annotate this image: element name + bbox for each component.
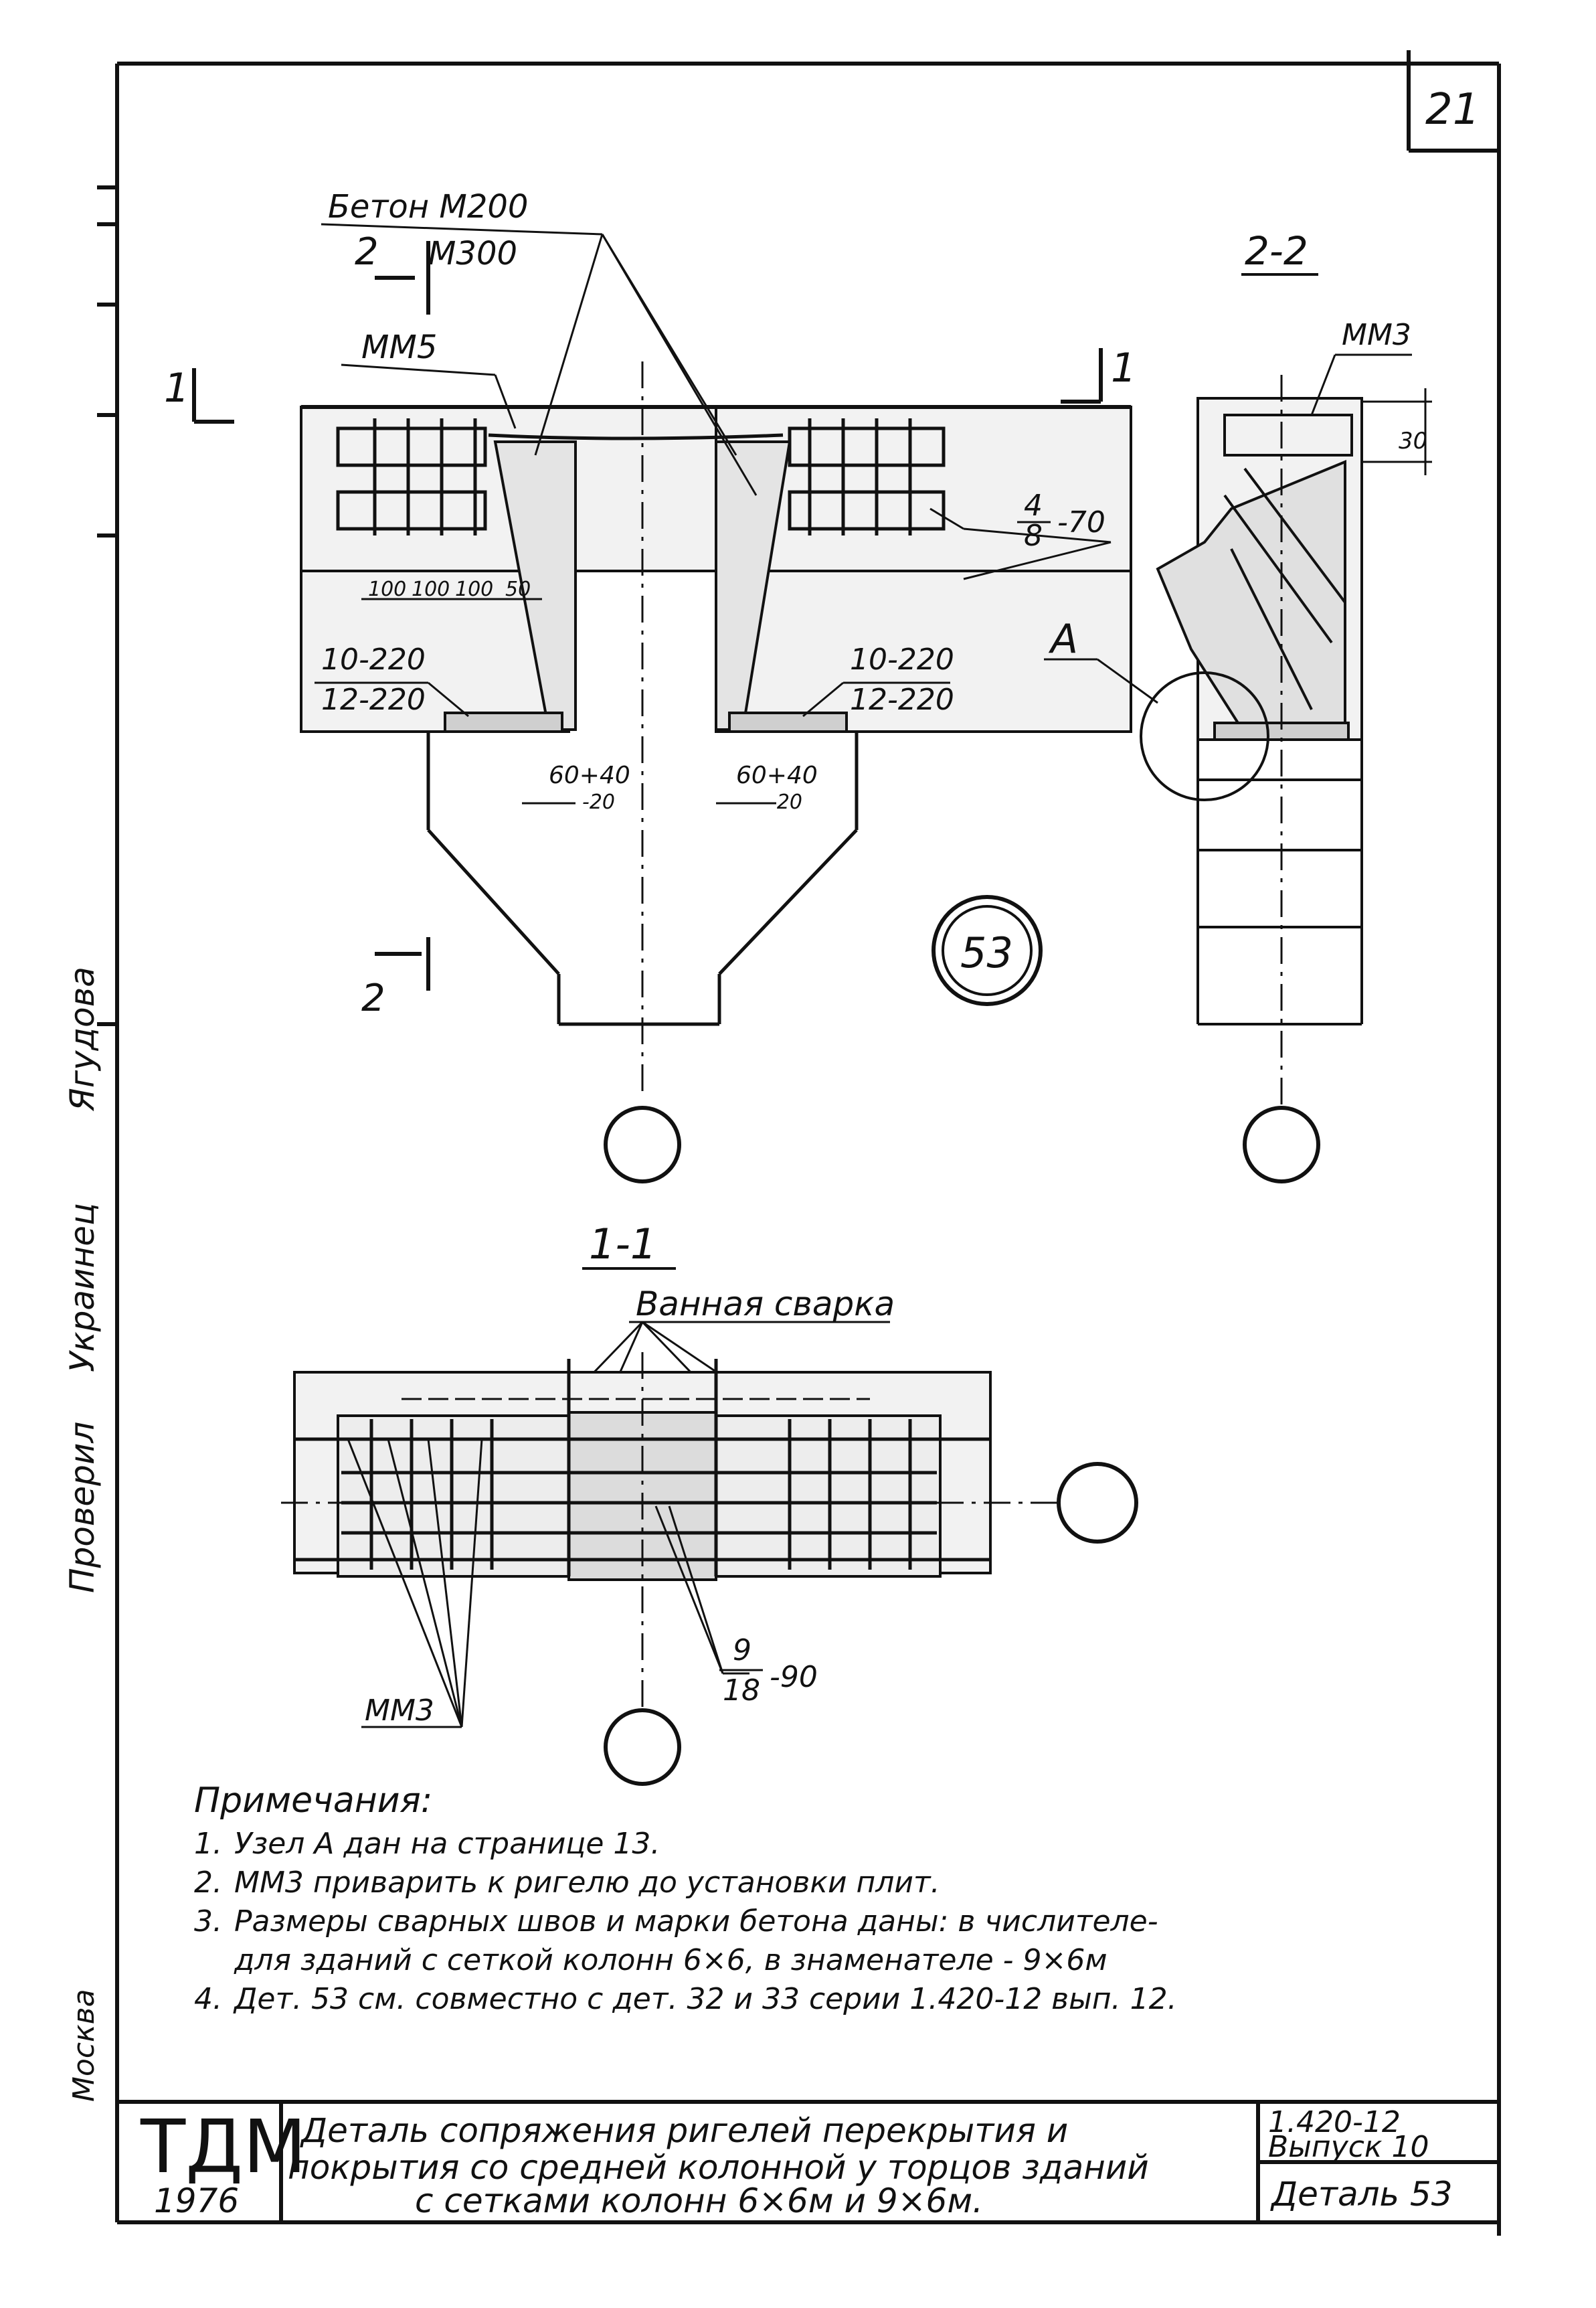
- gap-right-sub: -20: [770, 791, 802, 814]
- title-block: [117, 2100, 1499, 2222]
- issue-number: Выпуск 10: [1268, 2130, 1429, 2164]
- stamp-checked: Проверил: [63, 1422, 102, 1593]
- fraction-18: 18: [723, 1673, 760, 1708]
- stamp-city: Москва: [67, 1989, 101, 2102]
- section-2-bottom: 2: [361, 977, 385, 1020]
- fraction-70: -70: [1057, 505, 1105, 540]
- stamp-name: Ягудова: [63, 967, 102, 1112]
- concrete-label-m300: М300: [428, 235, 517, 272]
- note-item: 2. ММ3 приварить к ригелю до установки пл…: [194, 1864, 1466, 1902]
- note-item: 3. Размеры сварных швов и марки бетона да…: [194, 1902, 1466, 1941]
- note-text: для зданий с сеткой колонн 6×6, в знамен…: [234, 1943, 1107, 1977]
- detail-circle-label: 53: [960, 928, 1013, 977]
- fraction-90: -90: [770, 1660, 818, 1694]
- gap-left-sub: -20: [582, 791, 615, 814]
- fraction-4: 4: [1024, 489, 1043, 523]
- main-elevation: 53 1 1 2 2: [164, 188, 1136, 1183]
- title-line-1: Деталь сопряжения ригелей перекрытия и: [300, 2111, 1068, 2150]
- note-text: Дет. 53 см. совместно с дет. 32 и 33 сер…: [234, 1982, 1177, 2016]
- dim-30: 30: [1399, 428, 1427, 455]
- note-number: 4.: [194, 1982, 222, 2016]
- section-1-1: 1-1 Ванная сварка: [281, 1220, 1138, 1786]
- dim-100-c: 100: [455, 578, 493, 601]
- mm5-label: ММ5: [361, 329, 437, 366]
- note-number: 2.: [194, 1866, 222, 1900]
- detail-number: Деталь 53: [1270, 2175, 1453, 2214]
- note-number: 3.: [194, 1904, 222, 1939]
- section-2-top: 2: [355, 230, 379, 274]
- section-2-2-title: 2-2: [1245, 228, 1308, 274]
- concrete-label-m200: Бетон М200: [328, 188, 528, 226]
- gap-left: 60+40: [549, 762, 630, 789]
- section-1-left: 1: [164, 365, 189, 412]
- note-item: для зданий с сеткой колонн 6×6, в знамен…: [194, 1941, 1466, 1980]
- fraction-9: 9: [733, 1633, 751, 1667]
- bath-weld-label: Ванная сварка: [636, 1285, 895, 1323]
- sheet-number: 21: [1425, 85, 1480, 135]
- note-number: 1.: [194, 1827, 222, 1861]
- notes-block: Примечания: 1. Узел А дан на странице 13.…: [194, 1781, 1466, 2019]
- note-text: Размеры сварных швов и марки бетона даны…: [234, 1904, 1158, 1939]
- note-text: ММ3 приварить к ригелю до установки плит…: [234, 1866, 940, 1900]
- section-1-right: 1: [1111, 345, 1136, 392]
- margin-ticks: [97, 185, 119, 1026]
- weld-right-bottom: 12-220: [850, 683, 954, 717]
- weld-left-top: 10-220: [321, 643, 426, 677]
- side-stamp: Проверил Украинец Ягудова Москва: [63, 967, 102, 2102]
- stamp-signature: Украинец: [63, 1203, 102, 1372]
- note-item: 1. Узел А дан на странице 13.: [194, 1825, 1466, 1864]
- weld-right-top: 10-220: [850, 643, 954, 677]
- section-2-2: 2-2 A ММ3 30: [1044, 228, 1432, 1183]
- weld-left-bottom: 12-220: [321, 683, 426, 717]
- notes-heading: Примечания:: [194, 1781, 433, 1821]
- org-logo: ТДМ: [140, 2104, 306, 2190]
- mm3-label-22: ММ3: [1342, 318, 1411, 352]
- title-line-2: покрытия со средней колонной у торцов зд…: [288, 2148, 1149, 2187]
- gap-right: 60+40: [736, 762, 818, 789]
- node-a-label: A: [1048, 616, 1078, 663]
- dim-100-a: 100: [368, 578, 406, 601]
- dim-100-b: 100: [412, 578, 450, 601]
- note-item: 4. Дет. 53 см. совместно с дет. 32 и 33 с…: [194, 1980, 1466, 2019]
- note-text: Узел А дан на странице 13.: [234, 1827, 660, 1861]
- section-1-1-title: 1-1: [589, 1220, 656, 1268]
- year: 1976: [154, 2181, 239, 2220]
- sheet-frame: [115, 50, 1501, 2236]
- fraction-8: 8: [1024, 519, 1043, 553]
- dim-50: 50: [505, 578, 531, 601]
- title-line-3: с сетками колонн 6×6м и 9×6м.: [415, 2181, 983, 2220]
- series-code: 1.420-12: [1268, 2105, 1401, 2139]
- mm3-label-plan: ММ3: [365, 1694, 434, 1728]
